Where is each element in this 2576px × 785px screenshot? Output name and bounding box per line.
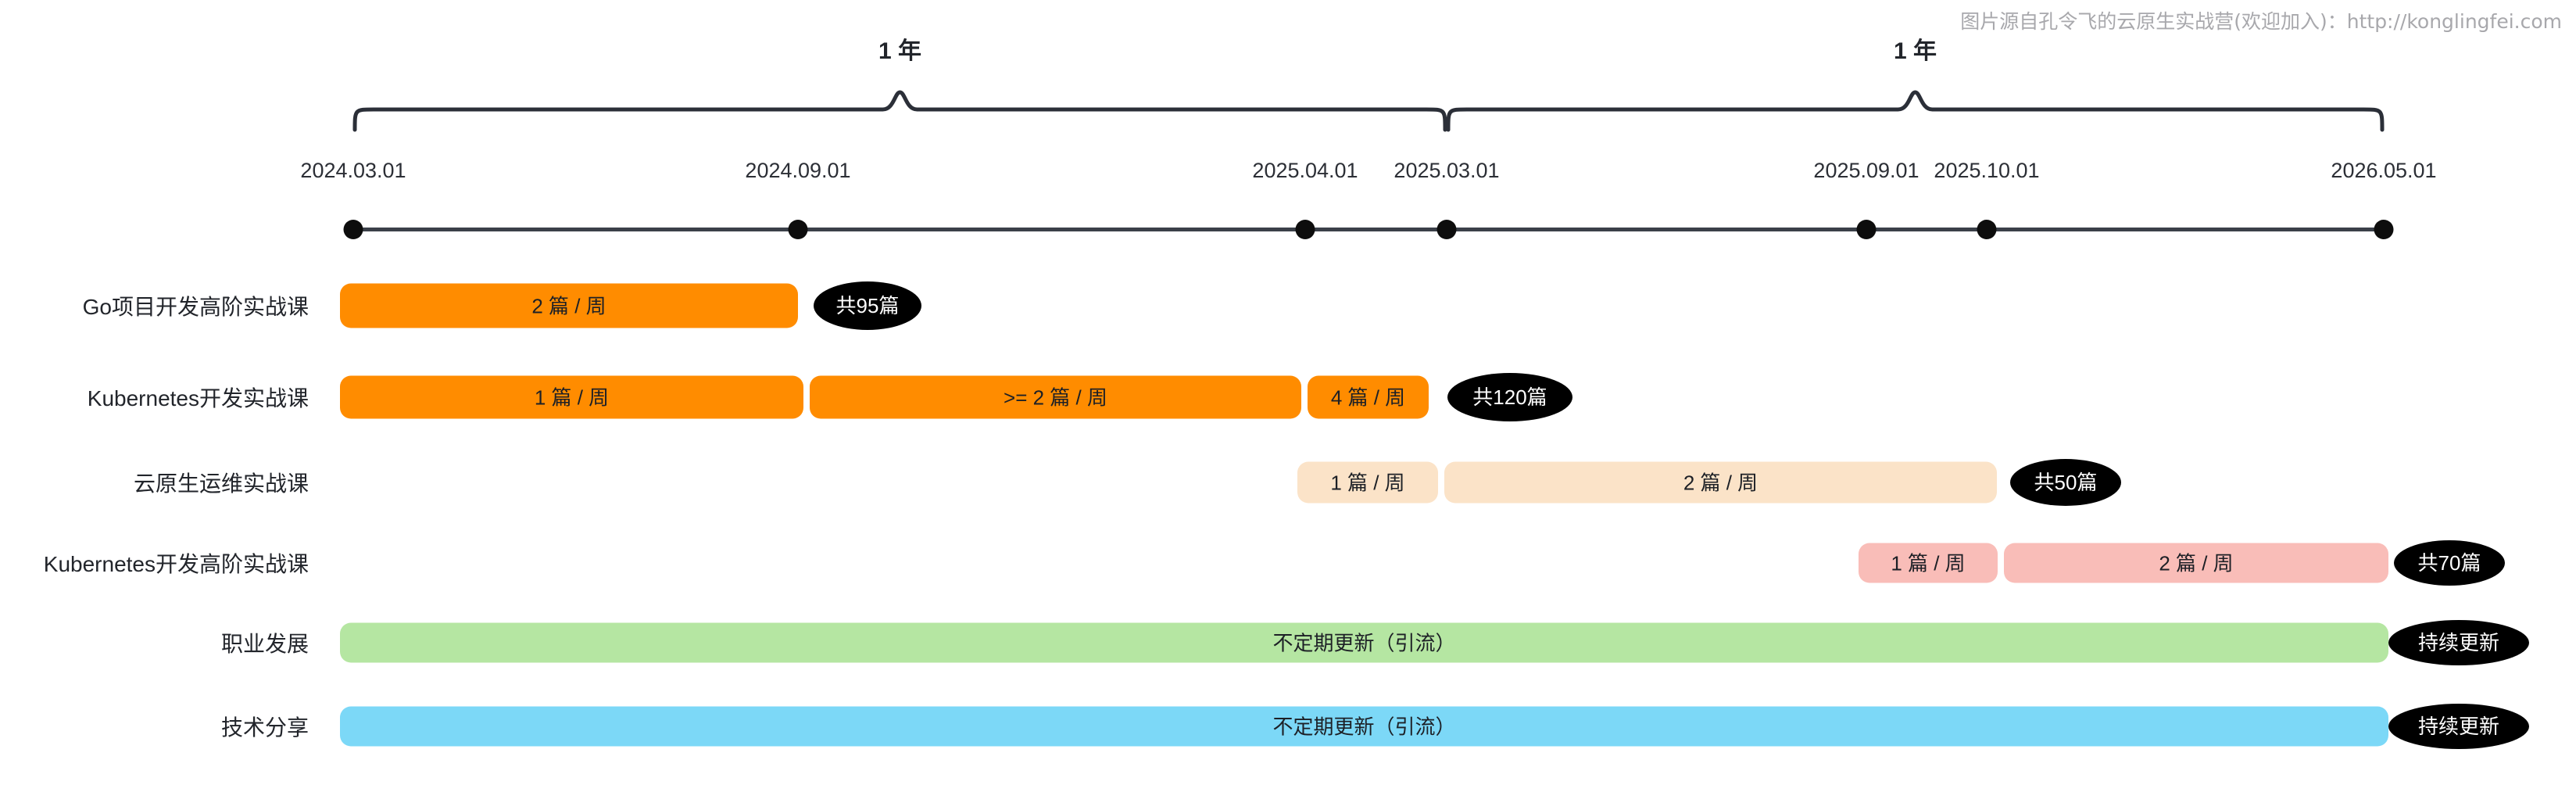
axis-dot-2025-10-01[interactable]: [1977, 220, 1997, 239]
row-label-2: 云原生运维实战课: [133, 471, 309, 496]
date-label-2025-09-01: 2025.09.01: [1813, 159, 1919, 182]
axis-dot-2025-09-01[interactable]: [1856, 220, 1877, 239]
bar-segment-label: 不定期更新（引流）: [1272, 715, 1456, 738]
bar-segment-1-1[interactable]: >= 2 篇 / 周: [810, 375, 1301, 419]
bar-segment-1-2[interactable]: 4 篇 / 周: [1308, 375, 1429, 419]
bar-segment-label: >= 2 篇 / 周: [1004, 385, 1107, 409]
bar-segment-2-0[interactable]: 1 篇 / 周: [1297, 461, 1438, 504]
bar-segment-1-0[interactable]: 1 篇 / 周: [340, 375, 803, 419]
bar-segment-3-1[interactable]: 2 篇 / 周: [2004, 543, 2388, 583]
span-brace-label-2: 1 年: [1893, 38, 1937, 64]
axis-dot-2026-05-01[interactable]: [2374, 220, 2394, 239]
date-label-2025-10-01: 2025.10.01: [1934, 159, 2040, 182]
row-badge-2[interactable]: 共50篇: [2010, 459, 2121, 506]
row-badge-label: 持续更新: [2417, 715, 2499, 738]
bar-segment-label: 不定期更新（引流）: [1272, 631, 1456, 654]
date-label-2026-05-01: 2026.05.01: [2331, 159, 2437, 182]
brace-shape: [1446, 90, 2385, 132]
axis-dot-2024-09-01[interactable]: [788, 220, 808, 239]
row-badge-label: 共95篇: [835, 294, 900, 317]
axis-dot-2025-04-01[interactable]: [1295, 220, 1315, 239]
row-badge-label: 共50篇: [2034, 471, 2098, 494]
bar-segment-label: 2 篇 / 周: [531, 294, 606, 317]
row-badge-label: 共120篇: [1472, 385, 1547, 409]
row-badge-1[interactable]: 共120篇: [1447, 373, 1572, 421]
row-label-3: Kubernetes开发高阶实战课: [43, 552, 309, 576]
date-label-2025-03-01: 2025.03.01: [1394, 159, 1500, 182]
row-badge-5[interactable]: 持续更新: [2388, 704, 2529, 749]
bar-segment-0-0[interactable]: 2 篇 / 周: [340, 283, 798, 328]
date-label-2025-04-01: 2025.04.01: [1252, 159, 1358, 182]
bar-segment-label: 4 篇 / 周: [1330, 385, 1406, 409]
span-brace-2: [1446, 86, 2385, 142]
span-brace-label-1: 1 年: [878, 38, 922, 64]
row-badge-0[interactable]: 共95篇: [814, 281, 921, 330]
bar-segment-label: 1 篇 / 周: [534, 385, 610, 409]
bar-segment-3-0[interactable]: 1 篇 / 周: [1859, 543, 1998, 583]
row-label-4: 职业发展: [220, 632, 309, 656]
bar-segment-label: 2 篇 / 周: [1683, 471, 1758, 494]
bar-segment-label: 2 篇 / 周: [2159, 551, 2234, 575]
axis-dot-2024-03-01[interactable]: [343, 220, 363, 239]
bar-segment-label: 1 篇 / 周: [1891, 551, 1966, 575]
watermark-text: 图片源自孔令飞的云原生实战营(欢迎加入)：http://konglingfei.…: [1960, 10, 2562, 33]
date-label-2024-03-01: 2024.03.01: [300, 159, 406, 182]
row-label-0: Go项目开发高阶实战课: [82, 295, 309, 319]
date-label-2024-09-01: 2024.09.01: [745, 159, 851, 182]
span-brace-1: [352, 86, 1447, 142]
row-label-5: 技术分享: [220, 715, 309, 740]
bar-segment-5-0[interactable]: 不定期更新（引流）: [340, 706, 2388, 747]
row-badge-3[interactable]: 共70篇: [2394, 540, 2505, 586]
axis-line: [353, 228, 2384, 231]
bar-segment-4-0[interactable]: 不定期更新（引流）: [340, 622, 2388, 663]
row-badge-label: 共70篇: [2417, 551, 2481, 575]
row-badge-4[interactable]: 持续更新: [2388, 620, 2529, 665]
brace-shape: [352, 90, 1447, 132]
bar-segment-2-1[interactable]: 2 篇 / 周: [1444, 461, 1997, 504]
bar-segment-label: 1 篇 / 周: [1330, 471, 1405, 494]
axis-dot-2025-03-01[interactable]: [1436, 220, 1457, 239]
row-label-1: Kubernetes开发实战课: [87, 386, 309, 410]
row-badge-label: 持续更新: [2417, 631, 2499, 654]
